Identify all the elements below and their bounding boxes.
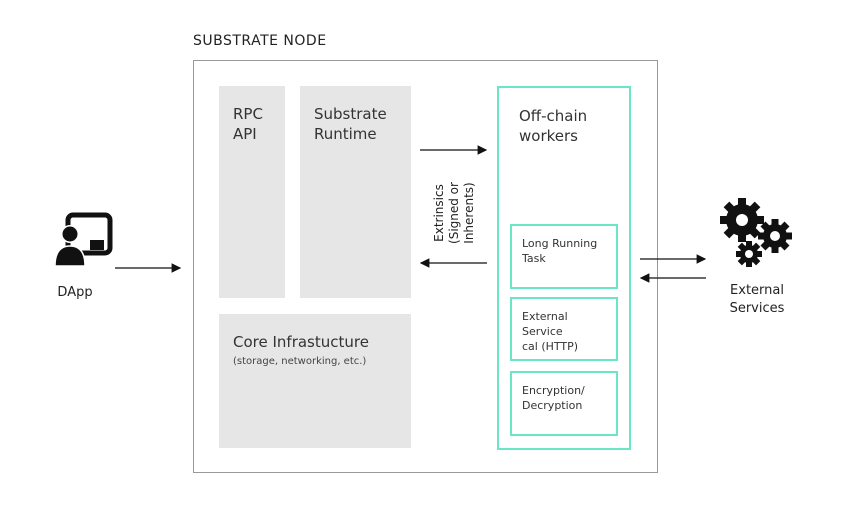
- task-external-service: External Service cal (HTTP): [510, 297, 618, 361]
- task-long-running: Long Running Task: [510, 224, 618, 289]
- core-subtitle: (storage, networking, etc.): [233, 356, 367, 367]
- core-title: Core Infrastucture: [233, 333, 369, 351]
- rpc-api-block: RPC API: [219, 86, 285, 298]
- gears-icon: [720, 198, 792, 267]
- core-infrastructure-block: Core Infrastucture (storage, networking,…: [219, 314, 411, 448]
- substrate-node-box: [193, 60, 658, 473]
- external-services-label: External Services: [729, 283, 785, 316]
- node-title: SUBSTRATE NODE: [193, 33, 327, 49]
- dapp-label: DApp: [57, 285, 93, 300]
- offchain-workers-block: Off-chain workers: [497, 86, 631, 450]
- dapp-user-icon: [54, 212, 113, 267]
- runtime-block: Substrate Runtime: [300, 86, 411, 298]
- task-encryption: Encryption/ Decryption: [510, 371, 618, 436]
